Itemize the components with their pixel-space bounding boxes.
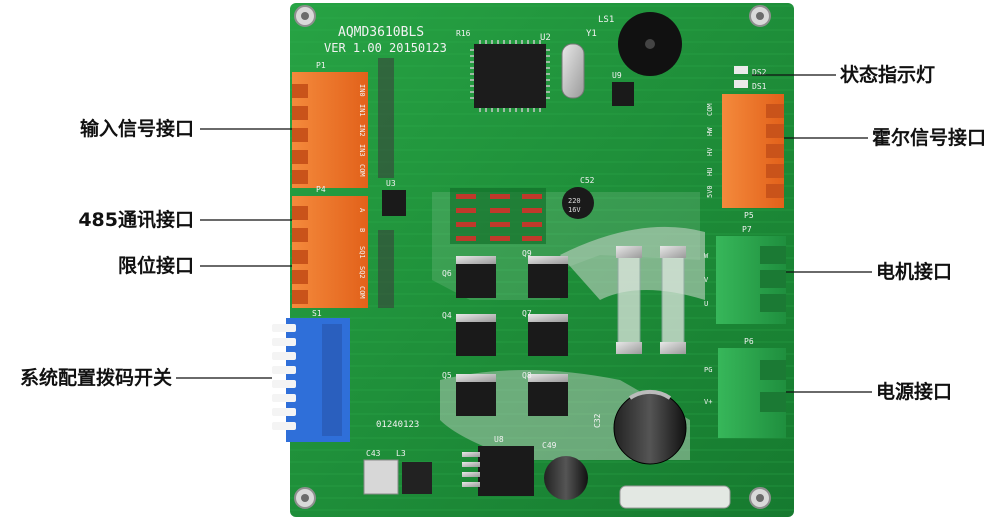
u9-label: U9 — [612, 71, 622, 80]
p5-pin-0: COM — [706, 103, 714, 116]
resistor-array — [378, 58, 394, 308]
callout-hall-signal: 霍尔信号接口 — [872, 127, 987, 149]
y1-label: Y1 — [586, 29, 597, 39]
terminal-p5: P5 COM HW HV HU 5V0 — [706, 94, 784, 220]
callout-status-led: 状态指示灯 — [840, 64, 936, 86]
capacitor-c32: C32 — [593, 390, 687, 465]
buzzer: LS1 — [598, 12, 682, 76]
status-leds: DS2 DS1 — [734, 66, 767, 91]
mosfet-array: Q6 Q9 Q4 Q7 Q5 Q8 — [442, 249, 568, 416]
p7-pin-2: U — [704, 300, 708, 308]
r16-label: R16 — [456, 29, 471, 38]
p5-pin-1: HW — [706, 127, 714, 136]
p5-pin-2: HV — [706, 147, 714, 156]
transceiver-u3: U3 — [382, 179, 406, 216]
p4-pin-3: SQ2 — [358, 266, 366, 279]
capacitor-c49: C49 — [542, 441, 588, 500]
q9-label: Q9 — [522, 249, 532, 258]
model-text: AQMD3610BLS — [338, 25, 424, 40]
p1-pin-0: IN0 — [358, 84, 366, 97]
terminal-p7: P7 W V U — [704, 225, 786, 324]
pcb-board: AQMD3610BLS VER 1.00 20150123 01240123 U… — [290, 3, 794, 517]
u2-label: U2 — [540, 33, 551, 43]
regulator-u9: U9 — [612, 71, 634, 106]
callout-lines — [176, 74, 872, 393]
terminal-p1: P1 IN0 IN1 IN2 IN3 COM — [292, 61, 368, 188]
ls1-label: LS1 — [598, 15, 614, 25]
callout-limit: 限位接口 — [117, 255, 194, 277]
callout-motor: 电机接口 — [876, 261, 953, 283]
glass-fuses — [616, 246, 686, 354]
c49-label: C49 — [542, 441, 557, 450]
p6-label: P6 — [744, 337, 754, 346]
capacitor-c52: C52 220 16V — [562, 176, 595, 219]
mcu-chip: U2 — [470, 33, 551, 112]
diode-rows — [450, 188, 546, 244]
p5-pin-4: 5V0 — [706, 185, 714, 198]
p7-pin-1: V — [704, 276, 709, 284]
inductor-l3: C43 L3 — [363, 449, 432, 495]
crystal-oscillator: Y1 — [561, 29, 597, 99]
c32-label: C32 — [593, 413, 602, 428]
p5-pin-3: HU — [706, 168, 714, 176]
bottom-fuse — [619, 485, 731, 509]
p1-pin-2: IN2 — [358, 124, 366, 137]
regulator-u8: U8 — [462, 435, 534, 496]
terminal-p6: P6 PG V+ — [704, 337, 786, 438]
s1-label: S1 — [312, 309, 322, 318]
ds2-label: DS2 — [752, 68, 767, 77]
callout-input-signal: 输入信号接口 — [79, 118, 194, 140]
p4-pin-2: SQ1 — [358, 246, 366, 259]
u8-label: U8 — [494, 435, 504, 444]
p6-pin-1: V+ — [704, 398, 712, 406]
p4-label: P4 — [316, 185, 326, 194]
p4-pin-4: COM — [358, 286, 366, 299]
p7-pin-0: W — [704, 252, 709, 260]
bottom-code-text: 01240123 — [376, 420, 419, 430]
dip-switch-s1: S1 — [272, 309, 350, 442]
terminal-p4: P4 A B SQ1 SQ2 COM — [292, 185, 368, 308]
cap-value-label: 220 — [568, 197, 581, 205]
p7-label: P7 — [742, 225, 752, 234]
callout-power: 电源接口 — [876, 381, 953, 403]
p4-pin-1: B — [358, 228, 366, 232]
q7-label: Q7 — [522, 309, 532, 318]
callout-dip-switch: 系统配置拨码开关 — [19, 367, 172, 389]
ds1-label: DS1 — [752, 82, 767, 91]
p6-pin-0: PG — [704, 366, 712, 374]
p1-pin-3: IN3 — [358, 144, 366, 157]
q6-label: Q6 — [442, 269, 452, 278]
cap-voltage-label: 16V — [568, 206, 581, 214]
p1-pin-4: COM — [358, 164, 366, 177]
l3-label: L3 — [396, 449, 406, 458]
p4-pin-0: A — [358, 208, 366, 213]
callout-485: 485通讯接口 — [78, 209, 194, 231]
p5-label: P5 — [744, 211, 754, 220]
q4-label: Q4 — [442, 311, 452, 320]
version-text: VER 1.00 20150123 — [324, 41, 447, 55]
q5-label: Q5 — [442, 371, 452, 380]
c43-label: C43 — [366, 449, 381, 458]
q8-label: Q8 — [522, 371, 532, 380]
p1-pin-1: IN1 — [358, 104, 366, 117]
u3-label: U3 — [386, 179, 396, 188]
c52-label: C52 — [580, 176, 595, 185]
p1-label: P1 — [316, 61, 326, 70]
